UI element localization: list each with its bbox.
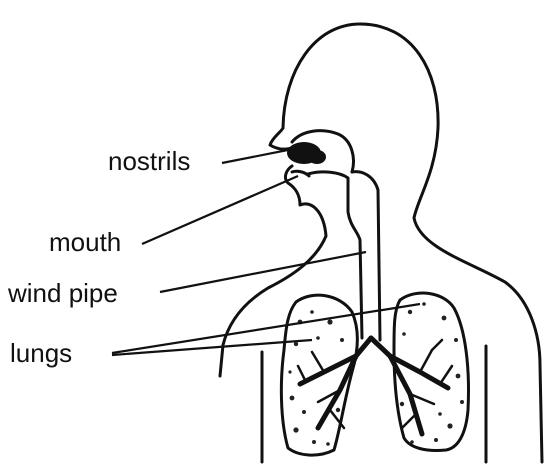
wind-pipe-leader: [160, 252, 366, 292]
label-wind-pipe: wind pipe: [7, 278, 118, 308]
face-outline: [270, 128, 292, 149]
mouth-leader: [142, 176, 298, 244]
lip-outline: [292, 171, 309, 176]
nostrils-shape: [287, 142, 326, 164]
label-lungs: lungs: [10, 338, 72, 368]
nostrils-leader: [222, 148, 298, 163]
label-nostrils: nostrils: [108, 146, 190, 176]
label-mouth: mouth: [49, 227, 121, 257]
right-lung: [394, 293, 468, 450]
body-outline: [220, 24, 542, 462]
lungs-leader-upper: [112, 304, 420, 353]
